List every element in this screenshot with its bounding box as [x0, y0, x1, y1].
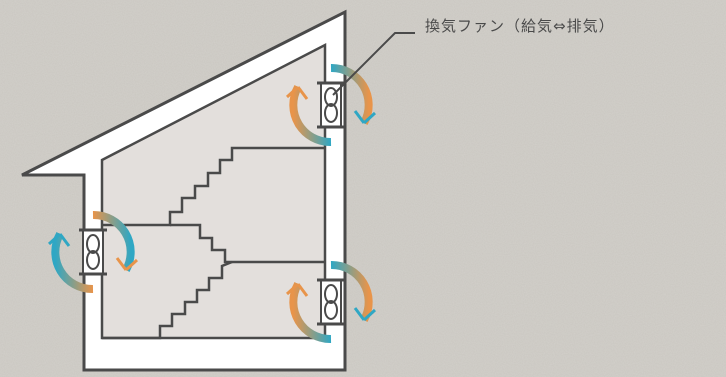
ventilation-fan-bottom [285, 260, 377, 344]
label-leader-line [332, 32, 415, 96]
circulation-arrows-icon [330, 63, 373, 125]
ventilation-fan-top [285, 63, 377, 147]
ventilation-fan-left [47, 210, 139, 294]
ventilation-fan-label: 換気ファン（給気⇔排気） [425, 17, 615, 35]
floor-lines [102, 146, 325, 340]
